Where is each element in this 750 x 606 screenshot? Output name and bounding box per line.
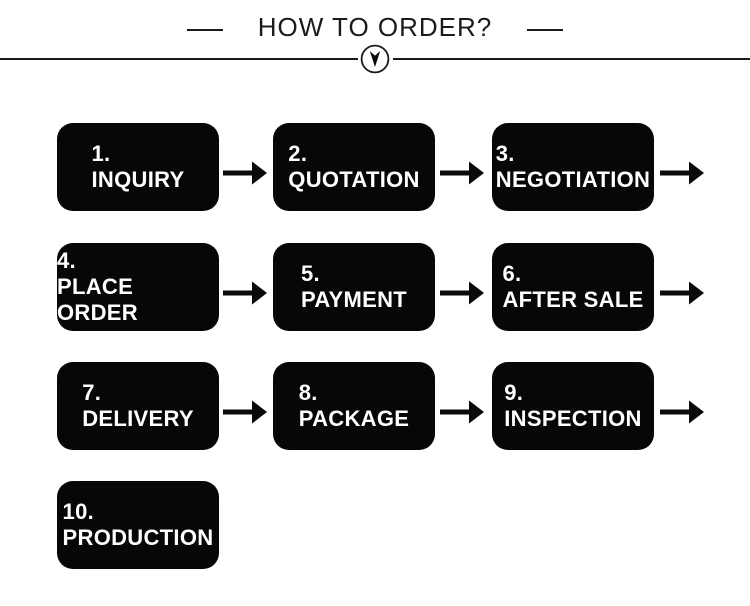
step-number: 3. bbox=[495, 141, 515, 166]
step-label: PACKAGE bbox=[298, 406, 410, 431]
step-box-2: 2.QUOTATION bbox=[273, 123, 435, 211]
step-number: 10. bbox=[62, 499, 95, 524]
arrow-right-icon bbox=[223, 400, 267, 424]
step-label: NEGOTIATION bbox=[495, 167, 651, 192]
step-label: INQUIRY bbox=[91, 167, 185, 192]
arrow-right-icon bbox=[223, 281, 267, 305]
arrow-right-icon bbox=[440, 281, 484, 305]
step-box-5: 5.PAYMENT bbox=[273, 243, 435, 331]
step-number: 2. bbox=[288, 141, 308, 166]
title-dash-right bbox=[527, 29, 563, 31]
arrow-right-icon bbox=[440, 161, 484, 185]
divider-line-right bbox=[393, 58, 750, 60]
divider-line-left bbox=[0, 58, 358, 60]
arrow-right-icon bbox=[440, 400, 484, 424]
step-number: 4. bbox=[57, 248, 76, 273]
step-number: 7. bbox=[82, 380, 102, 405]
arrow-right-icon bbox=[660, 161, 704, 185]
step-number: 8. bbox=[298, 380, 318, 405]
step-box-10: 10.PRODUCTION bbox=[57, 481, 219, 569]
arrow-right-icon bbox=[660, 400, 704, 424]
section-title: HOW TO ORDER? bbox=[257, 12, 493, 42]
down-arrow-icon bbox=[360, 44, 390, 74]
step-label: PRODUCTION bbox=[62, 525, 214, 550]
step-number: 6. bbox=[502, 261, 522, 286]
step-number: 1. bbox=[91, 141, 111, 166]
step-box-1: 1.INQUIRY bbox=[57, 123, 219, 211]
step-box-3: 3.NEGOTIATION bbox=[492, 123, 654, 211]
step-number: 5. bbox=[300, 261, 320, 286]
step-box-9: 9.INSPECTION bbox=[492, 362, 654, 450]
step-label: AFTER SALE bbox=[502, 287, 644, 312]
arrow-right-icon bbox=[223, 161, 267, 185]
step-box-4: 4.PLACE ORDER bbox=[57, 243, 219, 331]
step-number: 9. bbox=[504, 380, 524, 405]
step-label: INSPECTION bbox=[504, 406, 642, 431]
step-box-7: 7.DELIVERY bbox=[57, 362, 219, 450]
step-box-8: 8.PACKAGE bbox=[273, 362, 435, 450]
arrow-right-icon bbox=[660, 281, 704, 305]
step-label: PAYMENT bbox=[300, 287, 407, 312]
step-label: QUOTATION bbox=[288, 167, 420, 192]
title-dash-left bbox=[187, 29, 223, 31]
step-label: DELIVERY bbox=[82, 406, 194, 431]
step-label: PLACE ORDER bbox=[57, 274, 138, 325]
step-box-6: 6.AFTER SALE bbox=[492, 243, 654, 331]
